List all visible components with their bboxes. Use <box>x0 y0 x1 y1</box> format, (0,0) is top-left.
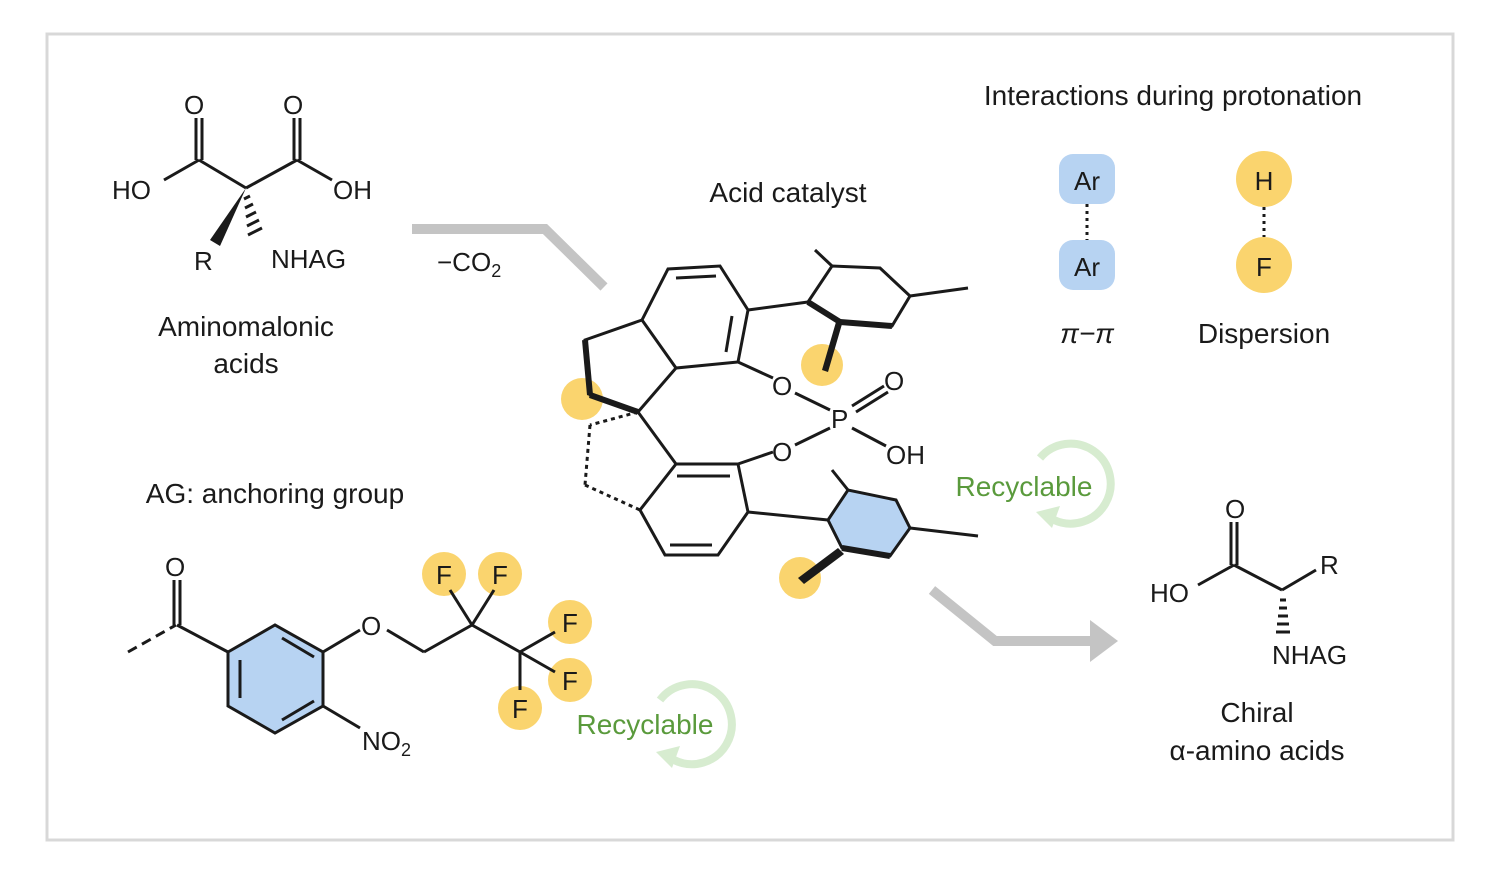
dispersion-label: Dispersion <box>1198 318 1330 349</box>
catalyst-atom-o-lower: O <box>772 437 792 467</box>
disp-bottom-circle <box>1236 237 1292 293</box>
anchor-f-1: F <box>436 560 452 590</box>
anchor-recyclable-label: Recyclable <box>577 709 714 740</box>
pi-interaction-label: π−π <box>1060 318 1115 349</box>
product-atom-r: R <box>1320 550 1339 580</box>
anchor-atom-o-ether: O <box>361 611 381 641</box>
reactant-atom-o2: O <box>283 90 303 120</box>
catalyst-recycle-arrow <box>1036 439 1115 528</box>
product-arrow <box>928 586 1094 646</box>
catalyst-title: Acid catalyst <box>709 177 866 208</box>
catalyst-recycle-arrowhead <box>1036 506 1060 528</box>
decarboxylation-label: −CO2 <box>437 247 501 281</box>
anchor-highlight-circles <box>422 552 592 730</box>
catalyst-structure <box>582 248 979 584</box>
decarboxylation-arrow <box>412 224 608 291</box>
reactant-atom-r: R <box>194 246 213 276</box>
reactant-name-line2: acids <box>213 348 278 379</box>
anchor-f-5: F <box>512 694 528 724</box>
product-name-line2: α-amino acids <box>1170 735 1345 766</box>
anchor-ring-highlight <box>228 625 323 733</box>
reactant-atom-o1: O <box>184 90 204 120</box>
aminomalonic-acid-structure <box>163 118 333 246</box>
reactant-name-line1: Aminomalonic <box>158 311 334 342</box>
reactant-atom-oh: OH <box>333 175 372 205</box>
aryl-ring-highlight <box>828 490 910 556</box>
anchor-f-4: F <box>562 666 578 696</box>
pi-bottom-label: Ar <box>1074 252 1100 282</box>
disp-bottom-label: F <box>1256 252 1272 282</box>
anchor-recycle-arrow <box>656 680 736 769</box>
anchor-atom-o-carbonyl: O <box>165 552 185 582</box>
product-atom-o: O <box>1225 494 1245 524</box>
product-arrowhead <box>1090 620 1118 662</box>
catalyst-atom-o-double: O <box>884 366 904 396</box>
catalyst-atom-o-upper: O <box>772 371 792 401</box>
anchor-f-2: F <box>492 560 508 590</box>
disp-top-circle <box>1236 151 1292 207</box>
catalyst-atom-p: P <box>831 404 848 434</box>
amino-acid-structure <box>1197 522 1317 634</box>
product-name-line1: Chiral <box>1220 697 1293 728</box>
catalyst-atom-oh: OH <box>886 440 925 470</box>
disp-top-label: H <box>1255 166 1274 196</box>
anchor-atom-no2: NO2 <box>362 726 411 760</box>
reactant-atom-ho: HO <box>112 175 151 205</box>
pi-top-box <box>1059 154 1115 204</box>
anchor-f-3: F <box>562 608 578 638</box>
catalyst-recyclable-label: Recyclable <box>956 471 1093 502</box>
pi-top-label: Ar <box>1074 166 1100 196</box>
anchor-recycle-arrowhead <box>656 746 680 768</box>
product-atom-nhag: NHAG <box>1272 640 1347 670</box>
anchoring-title: AG: anchoring group <box>146 478 404 509</box>
pi-bottom-box <box>1059 240 1115 290</box>
anchoring-group-structure <box>127 580 556 735</box>
product-atom-ho: HO <box>1150 578 1189 608</box>
interactions-title: Interactions during protonation <box>984 80 1362 111</box>
reactant-atom-nhag: NHAG <box>271 244 346 274</box>
